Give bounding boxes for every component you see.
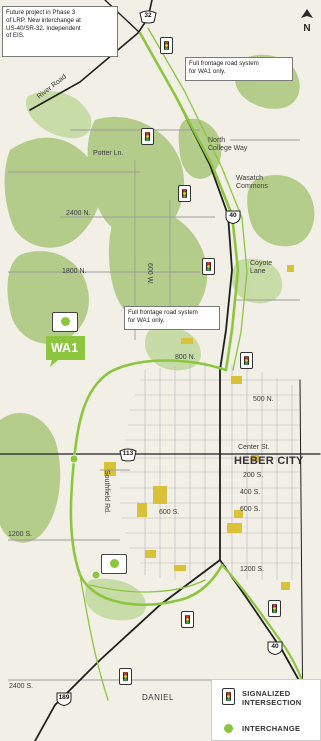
route-number: 32	[144, 12, 152, 19]
route-shield-us40-north: 40	[224, 210, 242, 224]
label-southfield-rd: Southfield Rd.	[103, 470, 110, 514]
label-800-n: 800 N.	[175, 354, 196, 361]
wa1-label: WA1	[50, 341, 79, 355]
label-1200-s-east: 1200 S.	[240, 566, 265, 573]
label-600-s-east: 600 S.	[240, 506, 261, 513]
route-shield-us189: 189	[55, 692, 73, 706]
route-number: 113	[122, 450, 134, 457]
development-areas	[104, 265, 294, 590]
legend-signal-icon	[222, 688, 235, 705]
label-2400-n: 2400 N.	[66, 210, 91, 217]
interchange-dot-icon	[61, 317, 70, 326]
label-600-w: 600 W.	[146, 263, 153, 285]
route-shield-sr32: 32	[139, 10, 157, 24]
legend-interchange-label: INTERCHANGE	[242, 724, 301, 733]
label-daniel: DANIEL	[142, 693, 174, 702]
traffic-signal-icon	[178, 185, 191, 202]
traffic-signal-icon	[240, 352, 253, 369]
label-400-s: 400 S.	[240, 489, 261, 496]
route-number: 40	[271, 643, 279, 650]
label-coyote-lane: Coyote Lane	[250, 260, 273, 276]
label-heber-city: HEBER CITY	[234, 455, 304, 467]
label-600-s-west: 600 S.	[159, 509, 180, 516]
label-center-st: Center St.	[238, 444, 270, 451]
wa1-badge: WA1	[44, 334, 87, 368]
interchange-markers	[69, 454, 101, 580]
label-potter-ln: Potter Ln.	[93, 150, 124, 157]
label-wasatch-commons: Wasatch Commons	[236, 175, 268, 191]
interchange-box-west	[52, 312, 78, 332]
legend-signalized-line1: SIGNALIZED	[242, 689, 291, 698]
route-shield-sr113: 113	[119, 448, 137, 462]
interchange-dot-icon	[110, 559, 119, 568]
traffic-signal-icon	[141, 128, 154, 145]
traffic-signal-icon	[268, 600, 281, 617]
callout-frontage-top: Full frontage road system for WA1 only.	[185, 57, 293, 81]
label-north-college-way: North College Way	[208, 137, 248, 153]
label-500-n: 500 N.	[253, 396, 274, 403]
map-legend: SIGNALIZED INTERSECTION INTERCHANGE	[211, 679, 321, 741]
traffic-signal-icon	[202, 258, 215, 275]
wa1-alignment	[69, 27, 312, 707]
label-1800-n: 1800 N.	[62, 268, 87, 275]
traffic-signal-icon	[181, 611, 194, 628]
traffic-signal-icon	[160, 37, 173, 54]
north-label: N	[303, 23, 310, 34]
label-2400-s: 2400 S.	[9, 683, 34, 690]
route-number: 189	[58, 694, 70, 701]
route-number: 40	[229, 212, 237, 219]
traffic-signal-icon	[119, 668, 132, 685]
callout-frontage-mid: Full frontage road system for WA1 only.	[124, 306, 220, 330]
legend-interchange-icon	[224, 724, 233, 733]
north-arrow-icon: N	[297, 8, 317, 34]
label-200-s: 200 S.	[243, 472, 264, 479]
label-1200-s-west: 1200 S.	[8, 531, 33, 538]
legend-signalized-line2: INTERSECTION	[242, 698, 302, 707]
interchange-box-south	[101, 554, 127, 574]
route-shield-us40-south: 40	[266, 641, 284, 655]
callout-future-project: Future project in Phase 3 of LRP. New in…	[2, 6, 118, 57]
